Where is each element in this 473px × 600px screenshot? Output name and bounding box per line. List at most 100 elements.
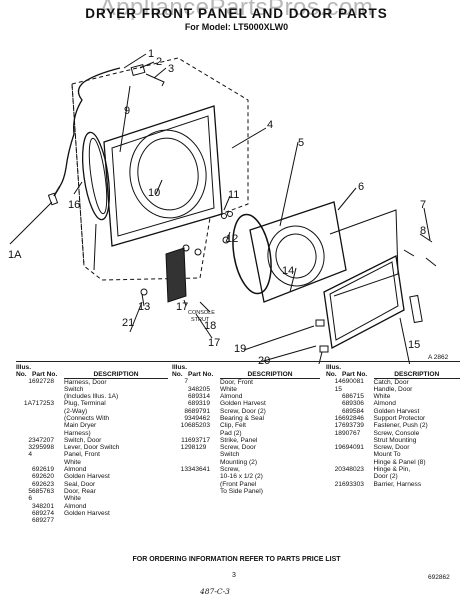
- part-number: [32, 495, 64, 502]
- part-number: [32, 459, 64, 466]
- illus-header: Illus. No.: [326, 364, 342, 378]
- part-description: White: [64, 495, 81, 503]
- part-number: [32, 408, 64, 415]
- door-switch: [130, 63, 146, 77]
- callout-label: 6: [358, 181, 364, 193]
- callout-label: 9: [124, 105, 130, 117]
- illus-number: [172, 386, 188, 393]
- part-description: Door, Rear: [64, 487, 96, 495]
- part-description: Golden Harvest: [64, 473, 110, 481]
- part-number: 693303: [341, 480, 364, 488]
- part-description: Screw, Door (2): [220, 407, 266, 415]
- illus-number: [172, 393, 188, 400]
- part-description: Mount To: [373, 451, 401, 459]
- part-description: 10-16 x 1/2 (2): [220, 473, 263, 481]
- switch-lever: [145, 73, 165, 87]
- part-description: (Connects With: [64, 414, 110, 422]
- document-number: 692862: [428, 574, 450, 581]
- part-description: Hinge & Pin,: [373, 466, 411, 474]
- part-description: Catch, Door: [373, 378, 409, 386]
- part-number: [342, 451, 374, 458]
- callout-label: 17: [208, 337, 220, 349]
- handwritten-note: 487-C-3: [200, 587, 230, 596]
- illus-number: 17: [334, 422, 342, 430]
- illus-number: 6: [28, 495, 32, 503]
- exploded-parts-diagram: 1 1A 2 3 4 5 6 7 8 9 10 11 12 13 14 15 1…: [0, 34, 473, 364]
- part-description: Bearing & Seal: [220, 414, 264, 422]
- part-description: Fastener, Push (2): [373, 422, 428, 430]
- part-description: Harness, Door: [64, 378, 107, 386]
- part-number: 348023: [341, 466, 364, 474]
- part-number: 98129: [188, 444, 207, 452]
- illus-number: [16, 386, 32, 393]
- illus-number: 3: [28, 444, 32, 452]
- part-number: 689319: [188, 400, 211, 408]
- cabinet-outline: [71, 57, 249, 281]
- part-number: [188, 473, 220, 480]
- divider: [16, 361, 460, 362]
- part-number: 693717: [188, 436, 211, 444]
- table-row: Switch: [16, 386, 168, 393]
- table-row: Main Dryer: [16, 422, 168, 429]
- table-row: 6 White: [16, 495, 168, 502]
- illus-number: [326, 451, 342, 458]
- illus-number: [16, 459, 32, 466]
- part-description: Clip, Felt: [220, 422, 247, 430]
- part-number: 348205: [188, 385, 211, 393]
- illus-number: [172, 459, 188, 466]
- illus-number: [16, 408, 32, 415]
- illus-number: [16, 473, 32, 480]
- callout-label: 20: [258, 355, 270, 364]
- callout-label: 2: [156, 56, 162, 68]
- part-description: Seal, Door: [64, 480, 96, 488]
- part-number: [188, 488, 220, 495]
- callout-label: 14: [282, 265, 294, 277]
- callout-label: 7: [420, 199, 426, 211]
- part-number: 717253: [32, 400, 55, 408]
- part-number: [32, 393, 64, 400]
- callout-label: 17: [176, 301, 188, 313]
- part-description: Screw, Console: [373, 429, 420, 437]
- part-number: [342, 386, 374, 393]
- illus-number: [326, 459, 342, 466]
- illus-number: 13: [180, 466, 188, 474]
- illus-number: [172, 451, 188, 458]
- part-number: 692619: [32, 466, 55, 474]
- part-number: 692623: [32, 480, 55, 488]
- door-harness: [59, 67, 121, 187]
- callout-label: 5: [298, 137, 304, 149]
- part-description: Almond: [373, 400, 396, 408]
- illus-number: [16, 481, 32, 488]
- part-description: Door, Front: [220, 378, 253, 386]
- callout-label: 21: [122, 317, 134, 329]
- table-row: To Side Panel): [172, 488, 320, 495]
- page-title: DRYER FRONT PANEL AND DOOR PARTS: [85, 6, 388, 21]
- part-number: 689791: [188, 407, 211, 415]
- illus-number: 4: [28, 451, 32, 459]
- part-number: 694091: [341, 444, 364, 452]
- callout-labels: 1 1A 2 3 4 5 6 7 8 9 10 11 12 13 14 15 1…: [8, 48, 426, 364]
- part-number: 295998: [32, 444, 55, 452]
- part-number: [188, 430, 220, 437]
- table-row: 692623 Seal, Door: [16, 481, 168, 488]
- part-number: 348201: [32, 502, 55, 510]
- part-description: Switch: [220, 451, 240, 459]
- part-number: 689314: [188, 393, 211, 401]
- table-row: Hinge & Panel (8): [326, 459, 460, 466]
- illus-number: [16, 517, 32, 524]
- table-row: 10-16 x 1/2 (2): [172, 473, 320, 480]
